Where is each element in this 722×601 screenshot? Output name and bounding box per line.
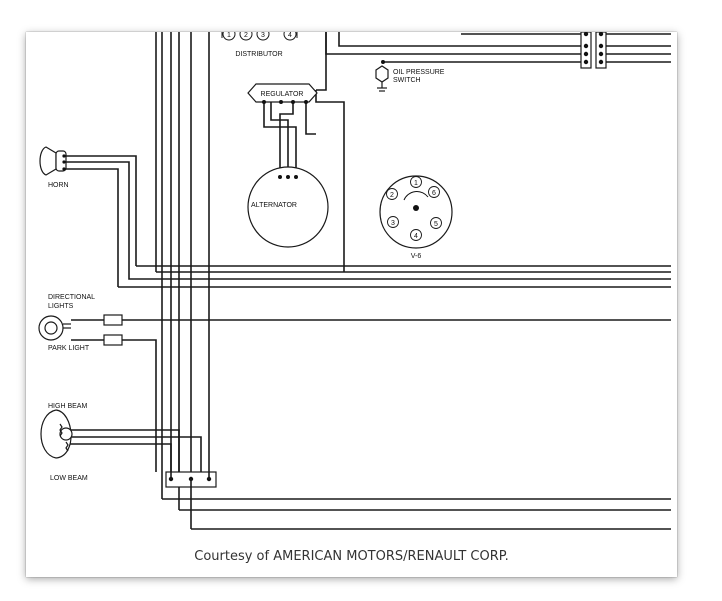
wire [66,429,180,472]
oil-pressure-label: OIL PRESSURE [393,69,445,76]
distributor [221,32,298,41]
distributor-label: DISTRIBUTOR [235,51,282,58]
wire [325,32,581,55]
connector-block [580,32,592,69]
directional-label: DIRECTIONAL [48,294,95,301]
wire [71,436,202,472]
cylinder-number: 1 [414,180,418,187]
distributor-terminal: 4 [288,32,292,39]
high-beam-label: HIGH BEAM [48,403,87,410]
wire [64,155,137,266]
wiring-diagram-svg: 1 2 3 4 DISTRIBUTOR OIL PRESSURE SWITCH … [38,32,671,530]
wire [279,102,294,177]
wire [66,443,172,472]
distributor-terminal: 2 [244,32,248,39]
v6-label: V-6 [411,253,422,260]
regulator [247,83,318,103]
wire [122,339,157,472]
connector-block [595,32,607,69]
directional-label: LIGHTS [48,303,74,310]
oil-pressure-label: SWITCH [393,77,421,84]
wire [64,161,671,280]
headlamp [40,409,73,459]
park-light-label: PARK LIGHT [48,345,90,352]
wire [64,168,119,287]
wiring-diagram: 1 2 3 4 DISTRIBUTOR OIL PRESSURE SWITCH … [26,32,677,542]
cylinder-number: 4 [414,233,418,240]
wire [305,102,316,135]
wire [315,90,345,272]
cylinder-number: 2 [390,192,394,199]
alternator [247,166,329,248]
distributor-terminal: 3 [261,32,265,39]
oil-pressure-switch [375,65,389,92]
low-beam-label: LOW BEAM [50,475,88,482]
cylinder-number: 5 [434,221,438,228]
horn-label: HORN [48,182,69,189]
regulator-label: REGULATOR [261,91,304,98]
wire [316,32,327,91]
caption: Courtesy of AMERICAN MOTORS/RENAULT CORP… [194,549,509,564]
park-light [38,315,71,341]
cylinder-number: 6 [432,190,436,197]
connector [103,334,123,346]
horn [39,146,67,176]
connector [103,314,123,326]
distributor-terminal: 1 [227,32,231,39]
cylinder-number: 3 [391,220,395,227]
diagram-card: 1 2 3 4 DISTRIBUTOR OIL PRESSURE SWITCH … [26,32,677,577]
alternator-label: ALTERNATOR [251,202,297,209]
wire [338,32,581,47]
